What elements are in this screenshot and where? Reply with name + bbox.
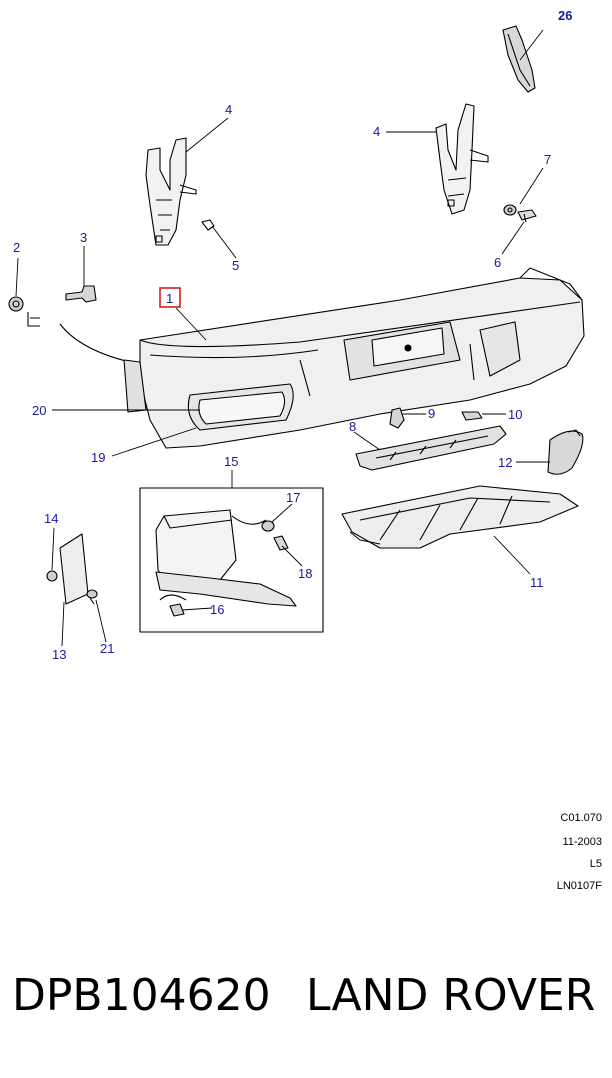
callout-18[interactable]: 18 <box>298 566 312 581</box>
reference-drawing: LN0107F <box>556 880 602 892</box>
callout-19[interactable]: 19 <box>91 450 105 465</box>
part-7-nut <box>503 204 517 216</box>
callout-6[interactable]: 6 <box>494 255 501 270</box>
part-13-panel <box>59 533 89 605</box>
callout-10[interactable]: 10 <box>508 407 522 422</box>
callout-16[interactable]: 16 <box>210 602 224 617</box>
reference-code: C01.070 <box>560 812 602 824</box>
callout-7[interactable]: 7 <box>544 152 551 167</box>
callout-2[interactable]: 2 <box>13 240 20 255</box>
part-15-inset-frame <box>139 487 324 633</box>
part-1-bumper <box>123 267 585 449</box>
part-15-bracket-assembly <box>155 509 297 607</box>
reference-date: 11-2003 <box>562 836 602 848</box>
reference-level: L5 <box>589 858 602 870</box>
part-6-bolt <box>517 209 537 223</box>
part-10-bolt <box>461 411 483 421</box>
callout-5[interactable]: 5 <box>232 258 239 273</box>
callout-8[interactable]: 8 <box>349 419 356 434</box>
part-26-trim <box>502 25 536 93</box>
callout-14[interactable]: 14 <box>44 511 58 526</box>
part-16-screw <box>169 603 185 617</box>
part-11-undertray <box>341 485 579 549</box>
part-12-reflector <box>547 429 584 475</box>
part-4-left-bracket <box>145 137 197 246</box>
footer-caption: DPB104620 LAND ROVER <box>0 960 612 1040</box>
callout-17[interactable]: 17 <box>286 490 300 505</box>
exploded-parts-diagram: 26 4 4 7 3 2 5 6 1 20 9 10 8 19 15 12 17… <box>8 8 585 662</box>
callout-4-right[interactable]: 4 <box>373 124 380 139</box>
part-9-clip <box>389 407 405 429</box>
part-17-nut <box>261 520 275 532</box>
callout-26[interactable]: 26 <box>558 8 572 23</box>
selected-part-highlight <box>159 287 181 308</box>
callout-11[interactable]: 11 <box>530 575 544 590</box>
part-2-bush <box>8 296 24 312</box>
callout-21[interactable]: 21 <box>100 641 114 656</box>
brand-name: LAND ROVER <box>306 970 596 1021</box>
part-5-clip <box>201 219 215 231</box>
callout-13[interactable]: 13 <box>52 647 66 662</box>
part-3-stud <box>65 285 97 303</box>
part-21-clip <box>86 589 98 605</box>
callout-20[interactable]: 20 <box>32 403 46 418</box>
part-18-screw <box>273 535 289 551</box>
part-4-right-bracket <box>435 103 489 215</box>
callout-4-left[interactable]: 4 <box>225 102 232 117</box>
part-number: DPB104620 <box>12 970 271 1021</box>
part-14-grommet <box>46 570 58 582</box>
callout-1[interactable]: 1 <box>166 291 173 306</box>
part-8-plate <box>355 425 507 471</box>
callout-12[interactable]: 12 <box>498 455 512 470</box>
callout-9[interactable]: 9 <box>428 406 435 421</box>
callout-3[interactable]: 3 <box>80 230 87 245</box>
callout-15[interactable]: 15 <box>224 454 238 469</box>
